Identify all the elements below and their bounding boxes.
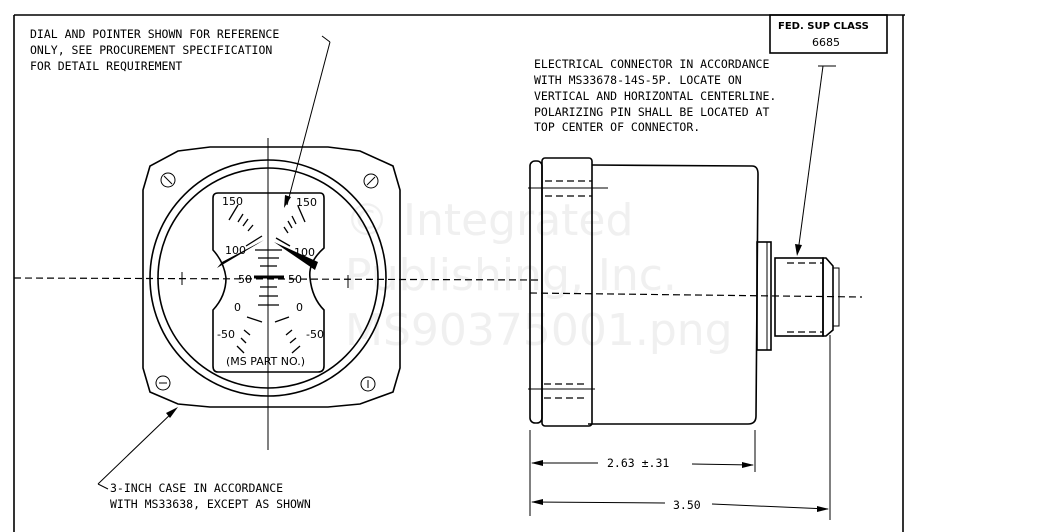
- svg-text:0: 0: [296, 301, 303, 314]
- watermark-line: MS90375001.png: [345, 305, 733, 356]
- right-pointer-icon: [274, 242, 318, 270]
- svg-text:TOP CENTER OF CONNECTOR.: TOP CENTER OF CONNECTOR.: [534, 120, 700, 134]
- front-view: 150 100 50 0 -50 150 100 50 0 -50 (MS PA…: [13, 138, 541, 450]
- drawing-frame: [13, 14, 905, 532]
- svg-text:100: 100: [294, 246, 315, 259]
- overall-length-value: 3.50: [673, 498, 701, 512]
- case-note: 3-INCH CASE IN ACCORDANCE WITH MS33638, …: [97, 407, 311, 511]
- svg-text:50: 50: [238, 273, 252, 286]
- svg-text:100: 100: [225, 244, 246, 257]
- svg-text:ONLY, SEE PROCUREMENT SPECIFIC: ONLY, SEE PROCUREMENT SPECIFICATION: [30, 43, 272, 57]
- dial-scale-left: 150 100 50 0 -50: [217, 195, 252, 341]
- svg-text:WITH MS33638, EXCEPT AS SHOWN: WITH MS33638, EXCEPT AS SHOWN: [110, 497, 311, 511]
- dimension-overall-length: 3.50: [531, 335, 831, 520]
- svg-text:0: 0: [234, 301, 241, 314]
- svg-text:VERTICAL AND HORIZONTAL CENTER: VERTICAL AND HORIZONTAL CENTERLINE.: [534, 89, 776, 103]
- svg-text:DIAL AND POINTER SHOWN FOR REF: DIAL AND POINTER SHOWN FOR REFERENCE: [30, 27, 279, 41]
- svg-text:FOR DETAIL REQUIREMENT: FOR DETAIL REQUIREMENT: [30, 59, 182, 73]
- svg-text:POLARIZING PIN SHALL BE LOCATE: POLARIZING PIN SHALL BE LOCATED AT: [534, 105, 769, 119]
- watermark-line: © Integrated: [345, 195, 633, 246]
- mounting-screws: [155, 172, 379, 392]
- title-block: FED. SUP CLASS 6685: [769, 14, 888, 54]
- dial-note: DIAL AND POINTER SHOWN FOR REFERENCE ONL…: [30, 27, 331, 208]
- watermark-line: Publishing, Inc.: [345, 250, 677, 301]
- dimension-body-length: 2.63 ±.31: [529, 430, 756, 516]
- svg-text:-50: -50: [306, 328, 324, 341]
- watermark: © Integrated Publishing, Inc. MS90375001…: [345, 195, 733, 356]
- connector-note: ELECTRICAL CONNECTOR IN ACCORDANCE WITH …: [534, 57, 836, 256]
- title-block-label: FED. SUP CLASS: [778, 21, 869, 32]
- svg-text:150: 150: [296, 196, 317, 209]
- body-length-value: 2.63 ±.31: [607, 456, 669, 470]
- dial-scale-right: 150 100 50 0 -50: [288, 196, 324, 341]
- left-pointer-icon: [217, 240, 264, 268]
- svg-text:-50: -50: [217, 328, 235, 341]
- side-view: [528, 157, 863, 427]
- part-number-label: (MS PART NO.): [226, 355, 305, 368]
- svg-text:3-INCH CASE IN ACCORDANCE: 3-INCH CASE IN ACCORDANCE: [110, 481, 283, 495]
- svg-text:150: 150: [222, 195, 243, 208]
- svg-text:50: 50: [288, 273, 302, 286]
- svg-text:ELECTRICAL CONNECTOR IN ACCORD: ELECTRICAL CONNECTOR IN ACCORDANCE: [534, 57, 769, 71]
- svg-text:WITH MS33678-14S-5P. LOCATE O: WITH MS33678-14S-5P. LOCATE ON: [534, 73, 742, 87]
- title-block-value: 6685: [812, 36, 840, 49]
